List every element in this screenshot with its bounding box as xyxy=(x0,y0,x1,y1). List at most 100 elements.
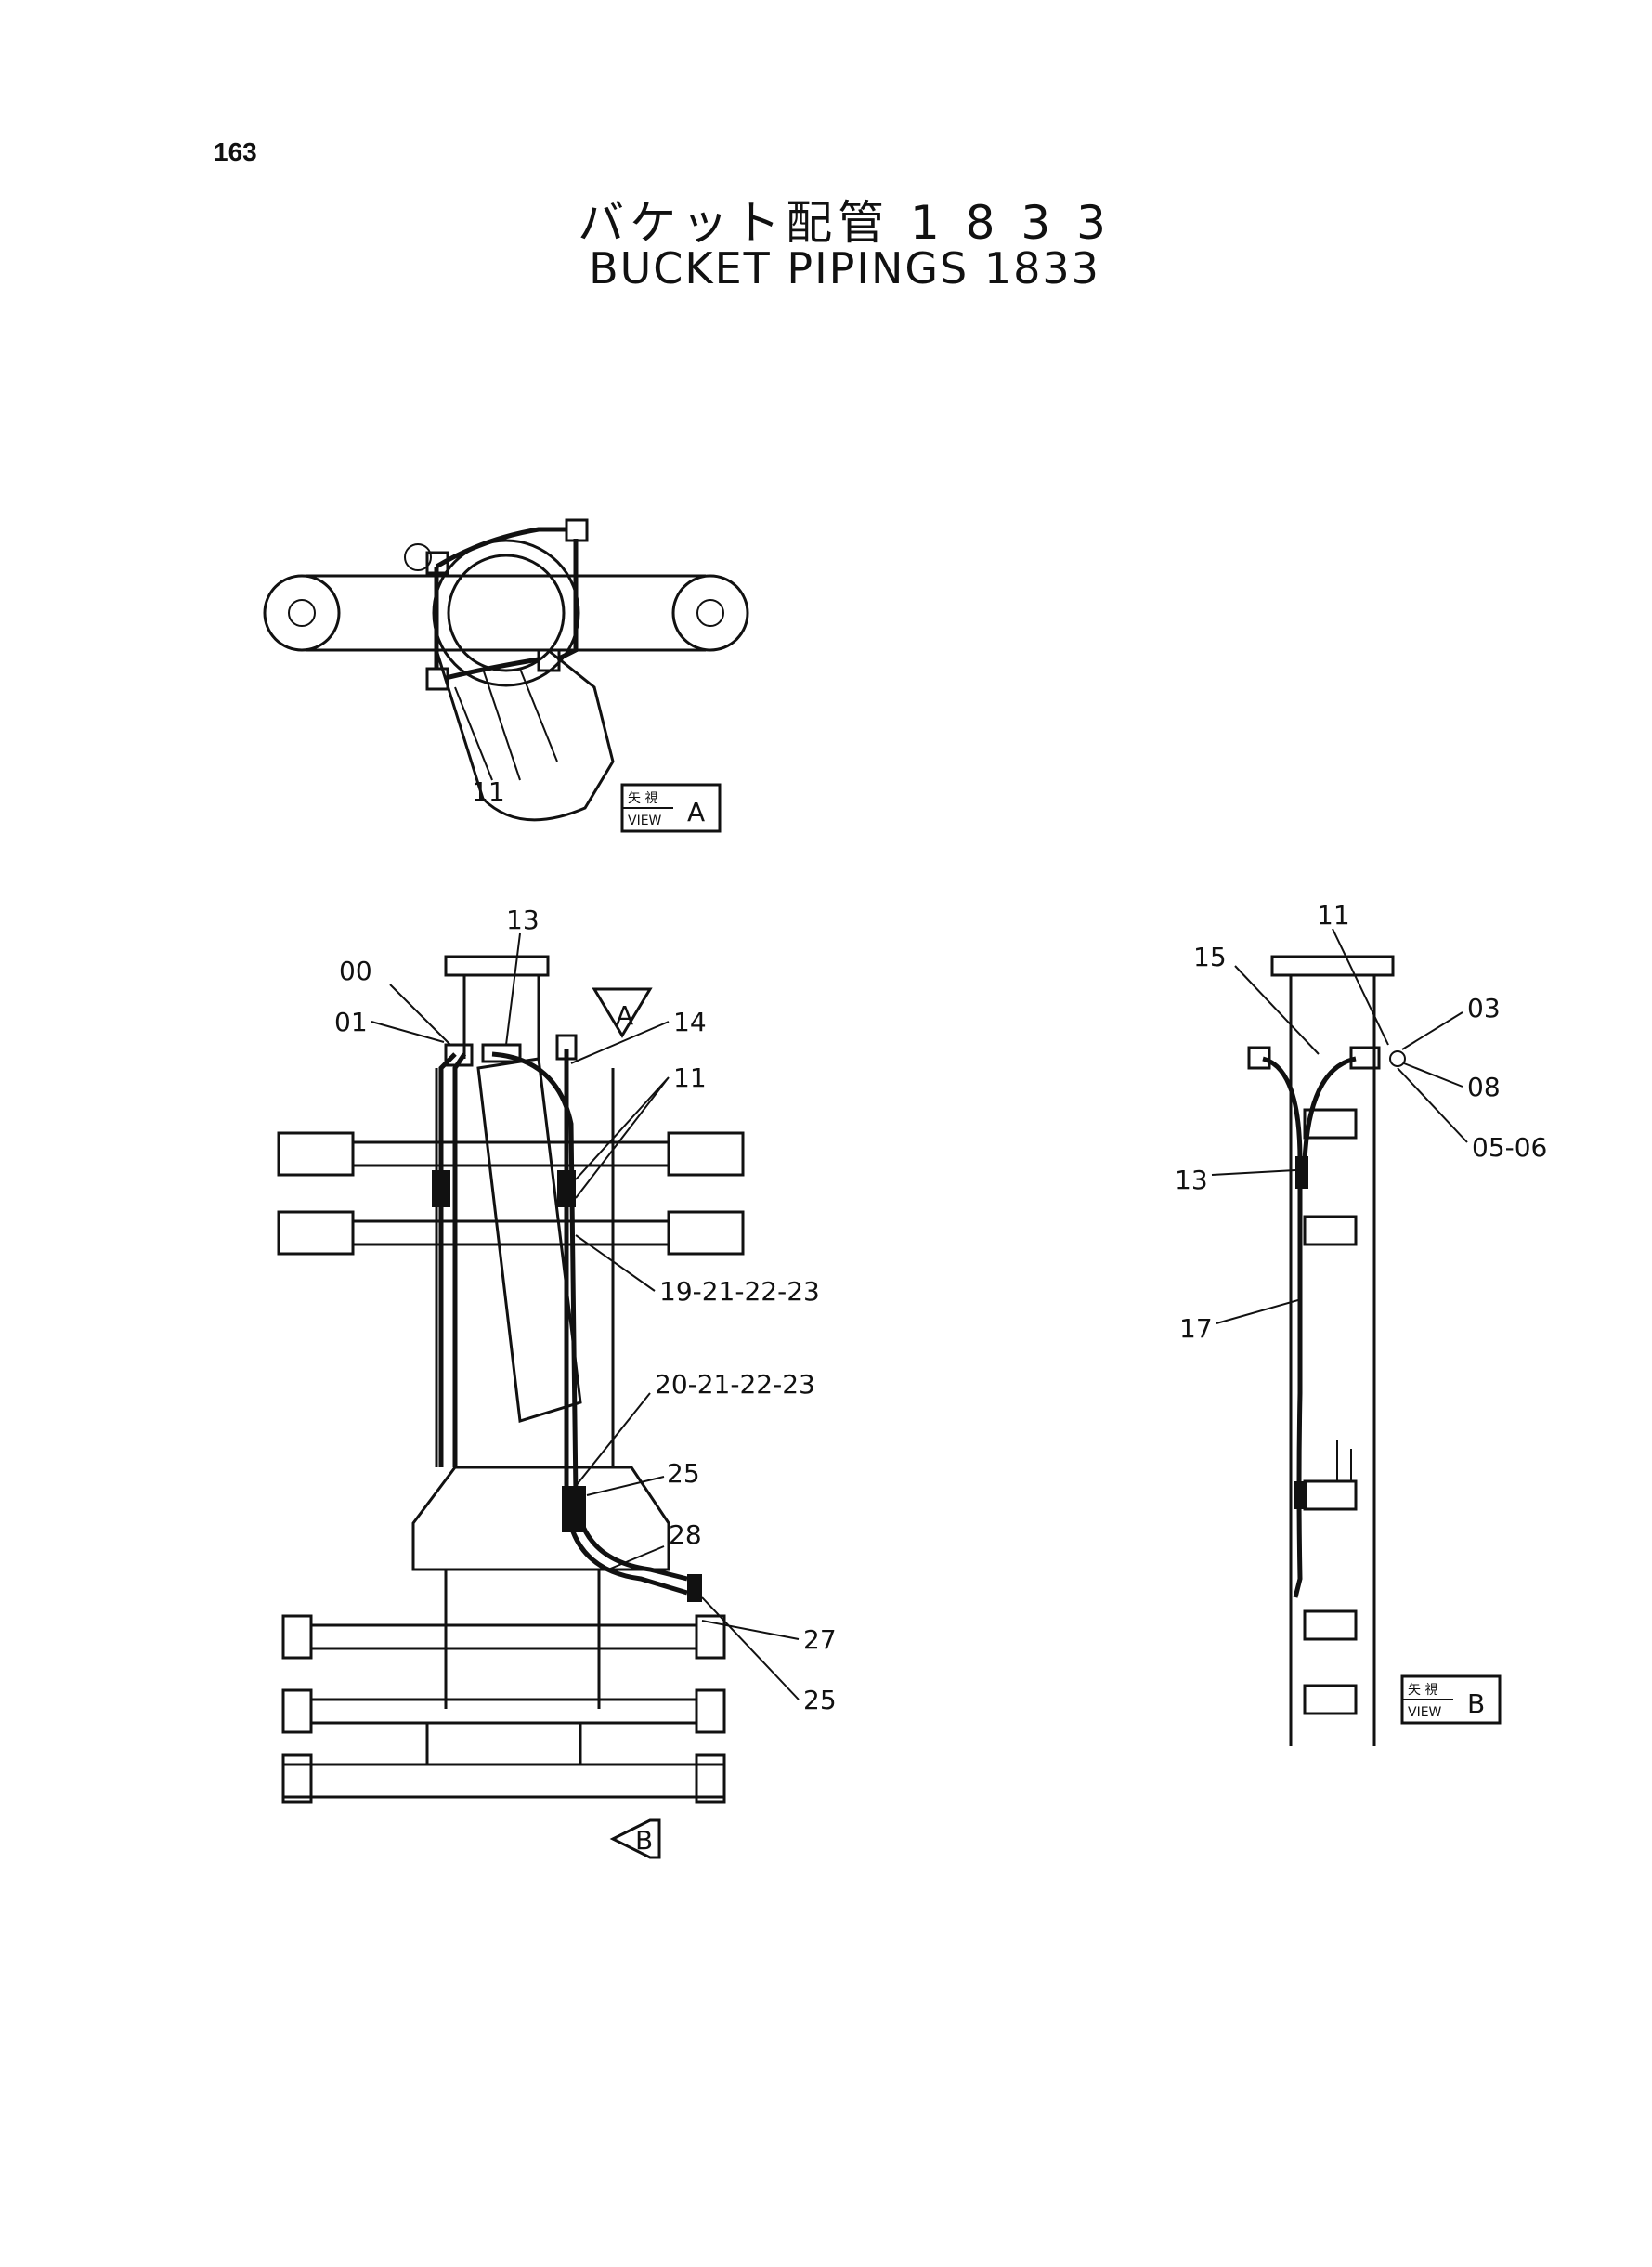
view-a-right-pin-hole xyxy=(696,599,724,627)
view-a-arm xyxy=(306,574,706,652)
main-fitting-13 xyxy=(481,1043,522,1063)
view-b-leader-08 xyxy=(1403,1062,1463,1088)
main-callout-13: 13 xyxy=(506,905,540,935)
main-leader-27 xyxy=(701,1620,800,1640)
view-b-fitting-right xyxy=(1349,1046,1381,1070)
view-a-fitting-3 xyxy=(425,667,449,691)
view-b-label-en: VIEW xyxy=(1408,1705,1442,1720)
main-arm-block-left-2 xyxy=(277,1210,355,1256)
main-bottom-bars xyxy=(311,1623,696,1725)
arrow-a-symbol xyxy=(592,987,653,1038)
main-callout-19-21-22-23: 19-21-22-23 xyxy=(659,1276,820,1307)
view-a-pipe-right xyxy=(555,539,579,662)
main-arm-block-right-2 xyxy=(667,1210,745,1256)
view-b-label-jp: 矢 視 xyxy=(1408,1683,1437,1698)
main-view-drawing xyxy=(277,932,800,1859)
main-leader-25b xyxy=(701,1596,800,1700)
main-pipe-crossover xyxy=(491,1051,688,1582)
main-leader-11 xyxy=(575,1076,670,1199)
view-a-bracket-ribs xyxy=(482,668,558,781)
main-clamp-left xyxy=(432,1170,450,1207)
view-b-leader-17 xyxy=(1216,1299,1299,1324)
main-leader-13 xyxy=(505,932,521,1046)
main-callout-27: 27 xyxy=(803,1624,837,1655)
title-english: BUCKET PIPINGS 1833 xyxy=(589,243,1100,293)
main-callout-25-lower: 25 xyxy=(803,1685,837,1715)
view-b-top-cap xyxy=(1270,955,1395,977)
main-pipe-left-outer xyxy=(438,1052,457,1467)
view-a-label-en: VIEW xyxy=(628,814,662,828)
view-b-callout-13: 13 xyxy=(1175,1165,1208,1195)
main-top-cap xyxy=(444,955,550,977)
main-bottom-block-l2 xyxy=(281,1688,313,1734)
view-b-pipe-17 xyxy=(1262,1056,1303,1598)
view-b-pipe-15 xyxy=(1302,1056,1357,1162)
view-a-center-boss xyxy=(432,539,580,687)
main-body-sides xyxy=(435,1068,615,1467)
main-leader-19 xyxy=(575,1234,656,1292)
arrow-a-letter: A xyxy=(616,1000,633,1031)
main-callout-11: 11 xyxy=(673,1062,707,1093)
view-b-callout-05-06: 05-06 xyxy=(1472,1132,1547,1163)
view-b-leader-13 xyxy=(1211,1169,1296,1176)
view-b-leader-15 xyxy=(1234,965,1320,1055)
arrow-b-symbol xyxy=(609,1818,661,1859)
view-b-leader-11 xyxy=(1332,928,1389,1046)
arrow-b-letter: B xyxy=(635,1825,653,1856)
view-a-small-pin xyxy=(404,543,432,571)
view-a-label-letter: A xyxy=(687,797,705,827)
main-fitting-25a xyxy=(562,1486,586,1532)
view-b-label-letter: B xyxy=(1467,1688,1485,1719)
view-a-pipe-bottom xyxy=(445,657,540,681)
view-b-fitting-13 xyxy=(1295,1156,1308,1189)
view-b-callout-08: 08 xyxy=(1467,1072,1501,1102)
main-fitting-00 xyxy=(444,1043,474,1067)
view-b-label: 矢 視 VIEW B xyxy=(1400,1674,1502,1725)
view-a-right-pin xyxy=(671,574,749,652)
page-number: 163 xyxy=(214,137,257,166)
view-a-left-pin-hole xyxy=(288,599,316,627)
main-leader-20 xyxy=(575,1392,651,1487)
view-b-drawing xyxy=(1211,928,1468,1746)
view-a-left-pin xyxy=(263,574,341,652)
main-fitting-14 xyxy=(555,1034,578,1061)
main-leader-00 xyxy=(389,984,451,1046)
main-arm-block-right-1 xyxy=(667,1131,745,1177)
view-b-leader-05-06 xyxy=(1397,1067,1468,1143)
view-a-fitting-2 xyxy=(565,518,589,542)
main-bottom-block-r2 xyxy=(695,1688,726,1734)
view-b-clamp xyxy=(1294,1481,1307,1509)
main-leader-28 xyxy=(607,1545,665,1570)
view-a-drawing xyxy=(263,518,749,822)
main-callout-14: 14 xyxy=(673,1007,707,1037)
view-a-label: 矢 視 VIEW A xyxy=(620,783,722,833)
main-fitting-27 xyxy=(687,1574,702,1602)
main-bottom-block-l1 xyxy=(281,1614,313,1660)
main-lower-column xyxy=(444,1570,601,1709)
main-callout-28: 28 xyxy=(669,1519,702,1550)
view-a-bracket xyxy=(435,648,615,822)
view-b-fitting-08 xyxy=(1389,1050,1406,1067)
main-leader-01 xyxy=(371,1021,445,1043)
main-clamp-right xyxy=(557,1170,576,1207)
main-arm-bars xyxy=(353,1140,669,1246)
main-leader-14 xyxy=(570,1021,670,1064)
view-a-callout-11: 11 xyxy=(472,776,505,807)
view-b-callout-17: 17 xyxy=(1179,1313,1213,1344)
main-callout-25-upper: 25 xyxy=(667,1458,700,1489)
title-japanese: バケット配管 1 8 3 3 xyxy=(578,196,1112,250)
view-a-label-jp: 矢 視 xyxy=(628,791,657,806)
view-b-leader-03 xyxy=(1401,1011,1463,1050)
main-leader-25a xyxy=(586,1476,665,1496)
main-lower-body xyxy=(411,1466,670,1571)
main-callout-00: 00 xyxy=(339,956,372,986)
main-base-bar xyxy=(281,1763,726,1799)
view-a-leader-11 xyxy=(454,686,493,781)
main-callout-20-21-22-23: 20-21-22-23 xyxy=(655,1369,815,1400)
view-a-center-bore xyxy=(447,554,566,672)
main-arm-block-left-1 xyxy=(277,1131,355,1177)
main-pipe-left-inner xyxy=(452,1052,467,1467)
view-b-callout-15: 15 xyxy=(1193,942,1227,972)
main-bottom-block-r1 xyxy=(695,1614,726,1660)
